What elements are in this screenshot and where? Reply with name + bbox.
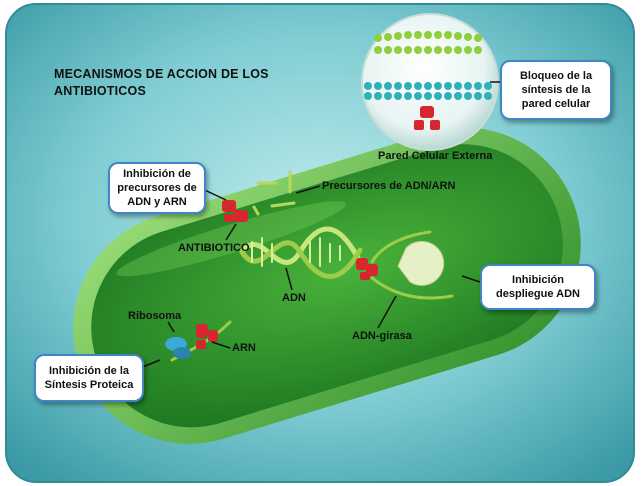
antibiotic-molecule-wall — [414, 106, 440, 130]
callout-precursor-inhibition: Inhibición de precursores de ADN y ARN — [108, 162, 206, 214]
cell-wall-magnifier — [361, 13, 499, 151]
precursor-molecules — [252, 170, 296, 216]
label-precursors: Precursores de ADN/ARN — [322, 180, 456, 192]
callout-cell-wall-block: Bloqueo de la síntesis de la pared celul… — [500, 60, 612, 120]
antibiotic-molecule-ribosome — [196, 324, 218, 349]
antibiotic-molecule-gyrase — [356, 258, 378, 280]
membrane-bottom-row — [364, 82, 492, 100]
label-dna: ADN — [282, 292, 306, 304]
label-rna: ARN — [232, 342, 256, 354]
label-ribosome: Ribosoma — [128, 310, 182, 322]
label-outer-wall: Pared Celular Externa — [378, 150, 493, 162]
dna-gyrase — [397, 240, 445, 286]
membrane-top-row — [374, 31, 482, 54]
callout-protein-synthesis-inhibition: Inhibición de la Síntesis Proteica — [34, 354, 144, 402]
label-gyrase: ADN-girasa — [352, 330, 412, 342]
diagram-title: MECANISMOS DE ACCION DE LOS ANTIBIOTICOS — [54, 67, 269, 98]
label-antibiotic: ANTIBIOTICO — [178, 242, 250, 254]
dna-helix — [239, 226, 454, 300]
leader-lines — [139, 81, 500, 369]
ribosome — [165, 337, 191, 359]
callout-dna-unwinding-inhibition: Inhibición despliegue ADN — [480, 264, 596, 310]
antibiotic-molecule-precursors — [222, 200, 248, 222]
